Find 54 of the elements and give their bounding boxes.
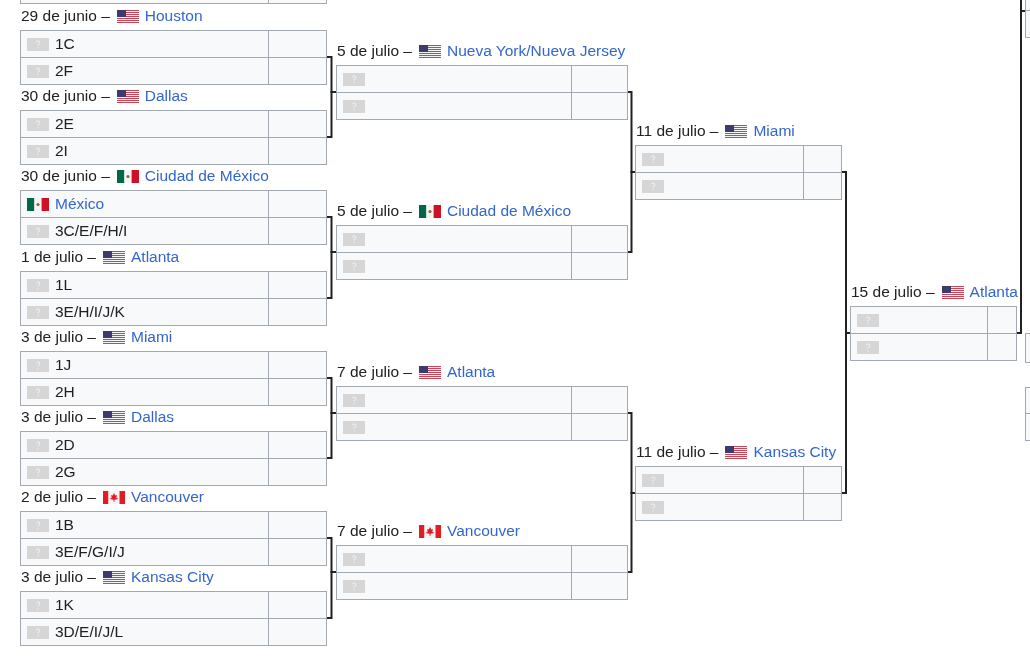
team-name: 2E	[55, 115, 74, 133]
match-date: 3 de julio –	[21, 328, 96, 346]
match-table	[1025, 333, 1030, 363]
match-date: 3 de julio –	[21, 408, 96, 426]
match-date: 7 de julio –	[337, 363, 412, 381]
bracket-line	[627, 412, 636, 494]
match-date: 3 de julio –	[21, 568, 96, 586]
match-date: 29 de junio –	[21, 7, 110, 25]
bracket-line	[627, 91, 636, 173]
match-date: 5 de julio –	[337, 202, 412, 220]
match-date: 11 de julio –	[636, 443, 719, 461]
match-date: 5 de julio –	[337, 42, 412, 60]
team-name: 1L	[55, 276, 73, 294]
city-link: Atlanta	[131, 248, 180, 266]
team-name: 3C/E/F/H/I	[55, 222, 128, 240]
team-name: 1C	[55, 35, 75, 53]
city-link: Atlanta	[447, 363, 496, 381]
team-name: 2D	[55, 436, 75, 454]
match-date: 30 de junio –	[21, 87, 110, 105]
team-link: México	[55, 195, 105, 213]
city-link: Vancouver	[131, 488, 204, 506]
team-name: 2F	[55, 62, 74, 80]
team-name: 2H	[55, 383, 75, 401]
match-date: 15 de julio –	[851, 283, 935, 301]
team-name: 1B	[55, 516, 74, 534]
match-date: 1 de julio –	[21, 248, 96, 266]
city-link: Houston	[144, 7, 203, 25]
city-link: Dallas	[131, 408, 175, 426]
city-link: Miami	[753, 122, 795, 140]
team-name: 1K	[55, 596, 74, 614]
city-link: Nueva York/Nueva Jersey	[447, 42, 626, 60]
match-date: 11 de julio –	[636, 122, 719, 140]
team-name: 3E/H/I/J/K	[55, 303, 125, 321]
city-link: Atlanta	[969, 283, 1018, 301]
city-link: Kansas City	[131, 568, 214, 586]
city-link: Vancouver	[447, 522, 520, 540]
bracket-line	[627, 492, 636, 573]
city-link: Miami	[131, 328, 173, 346]
team-name: 2G	[55, 463, 76, 481]
city-link: Ciudad de México	[447, 202, 572, 220]
team-name: 2I	[55, 142, 68, 160]
match-table	[20, 0, 327, 4]
match-date: 30 de junio –	[21, 167, 110, 185]
team-name: 1J	[55, 356, 72, 374]
city-link: Dallas	[144, 87, 188, 105]
match-date: 2 de julio –	[21, 488, 96, 506]
team-name: 3D/E/I/J/L	[55, 623, 124, 641]
bracket-line	[627, 171, 636, 253]
match-table	[1025, 0, 1030, 38]
city-link: Ciudad de México	[144, 167, 269, 185]
team-name: 3E/F/G/I/J	[55, 543, 125, 561]
match-table	[1025, 387, 1030, 441]
match-date: 7 de julio –	[337, 522, 412, 540]
city-link: Kansas City	[753, 443, 837, 461]
